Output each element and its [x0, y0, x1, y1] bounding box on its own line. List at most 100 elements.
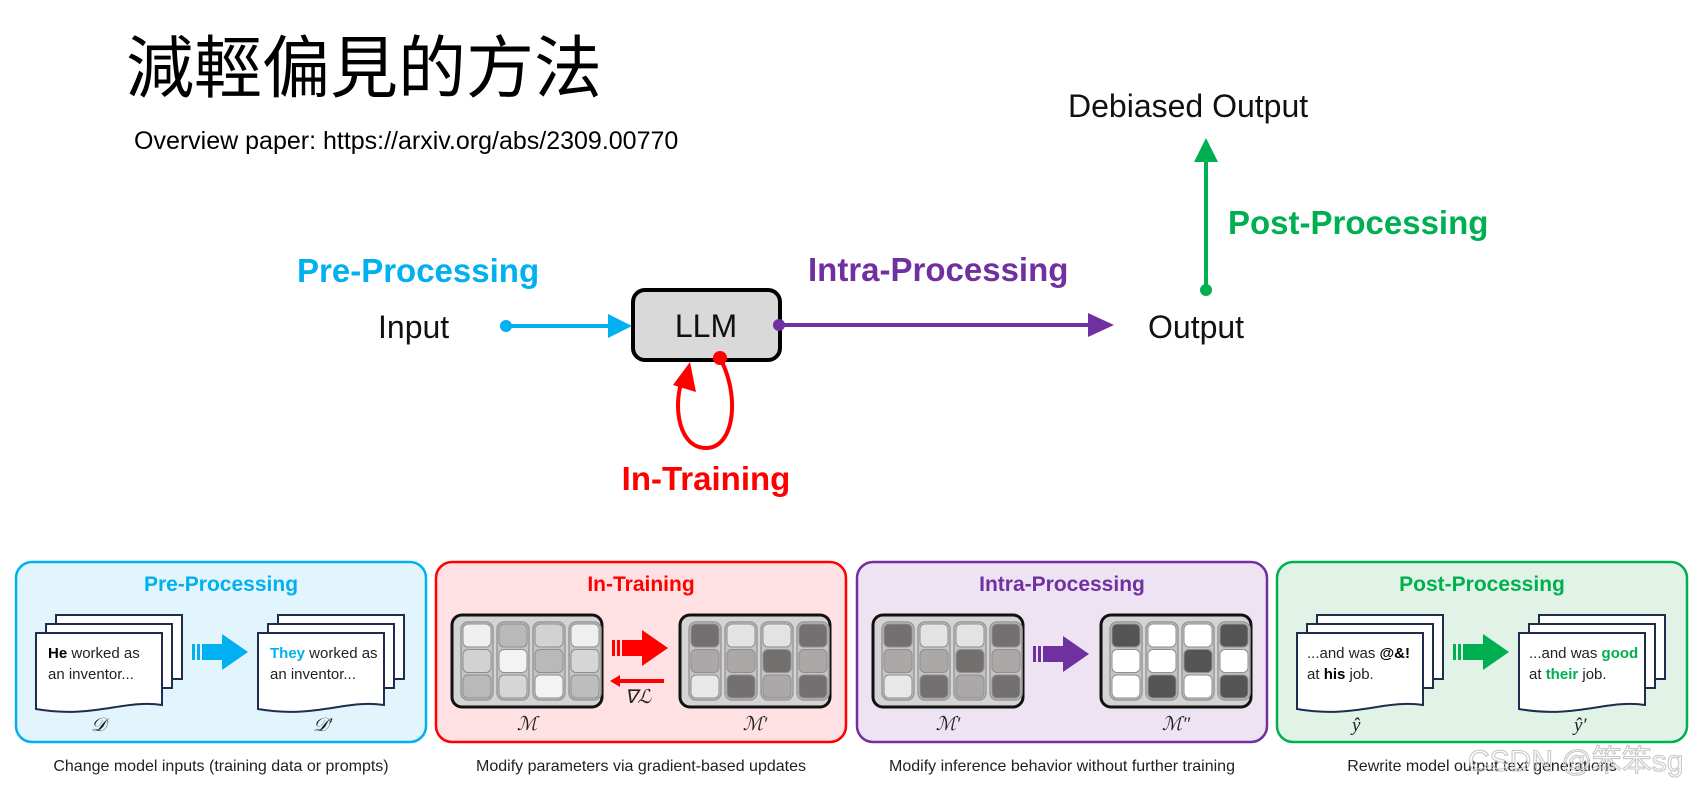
matrix-cell [498, 623, 528, 648]
gradient-arrow-icon [610, 675, 664, 687]
matrix-cell [690, 674, 720, 699]
debiased-output-label: Debiased Output [1068, 88, 1308, 124]
transform-arrow-icon [192, 634, 248, 670]
input-node-label: Input [378, 309, 449, 345]
matrix-cell [690, 623, 720, 648]
matrix-cell [462, 649, 492, 673]
matrix-cell [1147, 649, 1177, 673]
matrix-cell [690, 649, 720, 673]
matrix-cell [991, 623, 1021, 648]
target-parameter-matrix [1099, 613, 1253, 709]
doc-page-front [1518, 632, 1646, 713]
matrix-cell [883, 674, 913, 699]
intra-arrow [773, 313, 1114, 337]
target-document-stack [1518, 614, 1666, 713]
matrix-cell [1219, 649, 1249, 673]
stage-label-pre-processing: Pre-Processing [297, 252, 539, 289]
source-parameter-matrix [871, 613, 1025, 709]
matrix-cell [1219, 623, 1249, 648]
watermark: CSDN @笨笨sg [1468, 745, 1683, 778]
post-arrow [1194, 138, 1218, 296]
target-document-stack [257, 614, 405, 713]
source-math-symbol: ℳ′ [936, 714, 961, 735]
matrix-cell [798, 623, 828, 648]
source-doc-line-2: an inventor... [48, 666, 134, 683]
doc-page-front [257, 632, 385, 713]
target-parameter-matrix [678, 613, 832, 709]
target-math-symbol: ŷ′ [1572, 715, 1587, 736]
matrix-cell [955, 623, 985, 648]
source-doc-line-1: ...and was @&! [1307, 645, 1410, 662]
source-math-symbol: ℳ [517, 714, 540, 735]
matrix-cell [534, 623, 564, 648]
doc-page-front [35, 632, 163, 713]
card-title: In-Training [587, 573, 694, 596]
matrix-cell [762, 649, 792, 673]
card-caption: Rewrite model output text generations [1347, 758, 1616, 775]
source-document-stack [35, 614, 183, 713]
target-math-symbol: ℳ′ [743, 714, 768, 735]
matrix-cell [1111, 674, 1141, 699]
output-node-label: Output [1148, 309, 1244, 345]
card-title: Intra-Processing [979, 573, 1145, 596]
target-math-symbol: ℳ″ [1162, 714, 1191, 735]
matrix-cell [498, 674, 528, 699]
target-doc-line-1: ...and was good [1529, 645, 1638, 662]
stage-label-intra-processing: Intra-Processing [808, 251, 1068, 288]
matrix-cell [726, 649, 756, 673]
matrix-cell [955, 674, 985, 699]
matrix-cell [919, 649, 949, 673]
overview-paper-link[interactable]: Overview paper: https://arxiv.org/abs/23… [134, 127, 678, 155]
card-title: Pre-Processing [144, 573, 298, 596]
matrix-cell [798, 674, 828, 699]
matrix-cell [462, 623, 492, 648]
pipeline-flow: Pre-Processing Input LLM In-Training Int… [297, 88, 1488, 497]
matrix-cell [570, 623, 600, 648]
matrix-cell [726, 674, 756, 699]
matrix-cell [762, 674, 792, 699]
matrix-cell [1183, 674, 1213, 699]
source-doc-line-2: at his job. [1307, 666, 1374, 683]
gradient-loss-label: ∇ℒ [625, 687, 653, 708]
matrix-cell [1183, 623, 1213, 648]
doc-page-front [1296, 632, 1424, 713]
stage-label-in-training: In-Training [622, 460, 791, 497]
matrix-cell [798, 649, 828, 673]
matrix-cell [1183, 649, 1213, 673]
source-math-symbol: ŷ [1350, 715, 1361, 736]
llm-node-label: LLM [675, 308, 737, 344]
matrix-cell [570, 674, 600, 699]
matrix-cell [570, 649, 600, 673]
source-document-stack [1296, 614, 1444, 713]
matrix-cell [883, 623, 913, 648]
card-caption: Change model inputs (training data or pr… [53, 758, 388, 775]
matrix-cell [1111, 649, 1141, 673]
matrix-cell [462, 674, 492, 699]
matrix-cell [1147, 623, 1177, 648]
card-caption: Modify parameters via gradient-based upd… [476, 758, 806, 775]
matrix-cell [955, 649, 985, 673]
matrix-cell [534, 674, 564, 699]
transform-arrow-icon [1453, 634, 1509, 670]
target-doc-line-1: They worked as [270, 645, 378, 662]
matrix-cell [1147, 674, 1177, 699]
matrix-cell [919, 623, 949, 648]
stage-label-post-processing: Post-Processing [1228, 204, 1488, 241]
source-math-symbol: 𝒟 [91, 715, 110, 736]
card-caption: Modify inference behavior without furthe… [889, 758, 1235, 775]
source-doc-line-1: He worked as [48, 645, 140, 662]
target-doc-line-2: at their job. [1529, 666, 1607, 683]
matrix-cell [991, 674, 1021, 699]
in-training-loop-arrow [673, 351, 735, 451]
matrix-cell [919, 674, 949, 699]
matrix-cell [1111, 623, 1141, 648]
matrix-cell [883, 649, 913, 673]
matrix-cell [762, 623, 792, 648]
matrix-cell [534, 649, 564, 673]
